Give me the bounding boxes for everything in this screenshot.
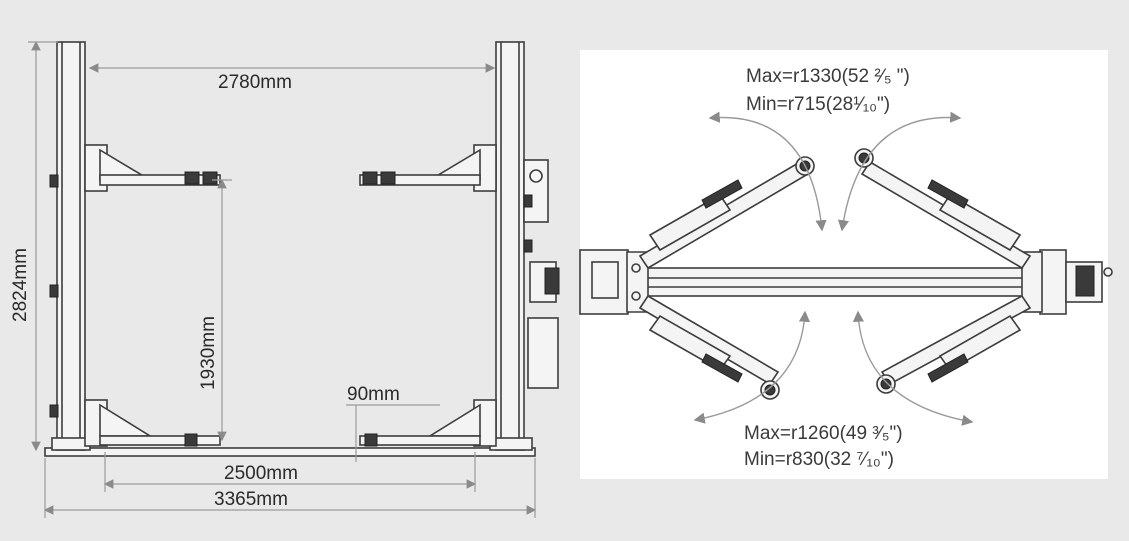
crossbeam (624, 267, 1046, 297)
inner-width-label: 2500mm (224, 463, 298, 484)
control-box (523, 159, 549, 223)
total-width-label: 3365mm (214, 489, 288, 510)
right-column (473, 41, 560, 451)
front-arm-max-label: Max=r1330(52 ²⁄₅ ") (746, 66, 910, 87)
rear-right-swing-arc (852, 310, 974, 426)
right-column-base (1021, 249, 1113, 315)
base-plate (44, 447, 536, 457)
rear-arm-min-label: Min=r830(32 ⁷⁄₁₀") (744, 449, 894, 470)
lower-arms (99, 403, 481, 447)
front-left-swing-arc (708, 111, 827, 232)
front-view: 2780mm 2824mm 1930mm 90mm 2500mm 3365mm (10, 40, 560, 518)
front-arm-min-label: Min=r715(28¹⁄₁₀") (746, 94, 890, 115)
front-right-swing-arc (837, 111, 962, 232)
column-span-label: 2780mm (218, 72, 292, 93)
rear-left-swing-arc (693, 310, 811, 424)
oil-tank (527, 317, 559, 389)
arm-height-label: 1930mm (198, 316, 219, 390)
overall-height-label: 2824mm (10, 248, 31, 322)
upper-arms (99, 148, 481, 186)
left-column-base (579, 249, 649, 315)
pad-height-label: 90mm (347, 384, 400, 405)
rear-arm-max-label: Max=r1260(49 ³⁄₅") (744, 423, 903, 444)
top-view: Max=r1330(52 ²⁄₅ ") Min=r715(28¹⁄₁₀") Ma… (579, 50, 1113, 479)
left-column (49, 41, 108, 451)
